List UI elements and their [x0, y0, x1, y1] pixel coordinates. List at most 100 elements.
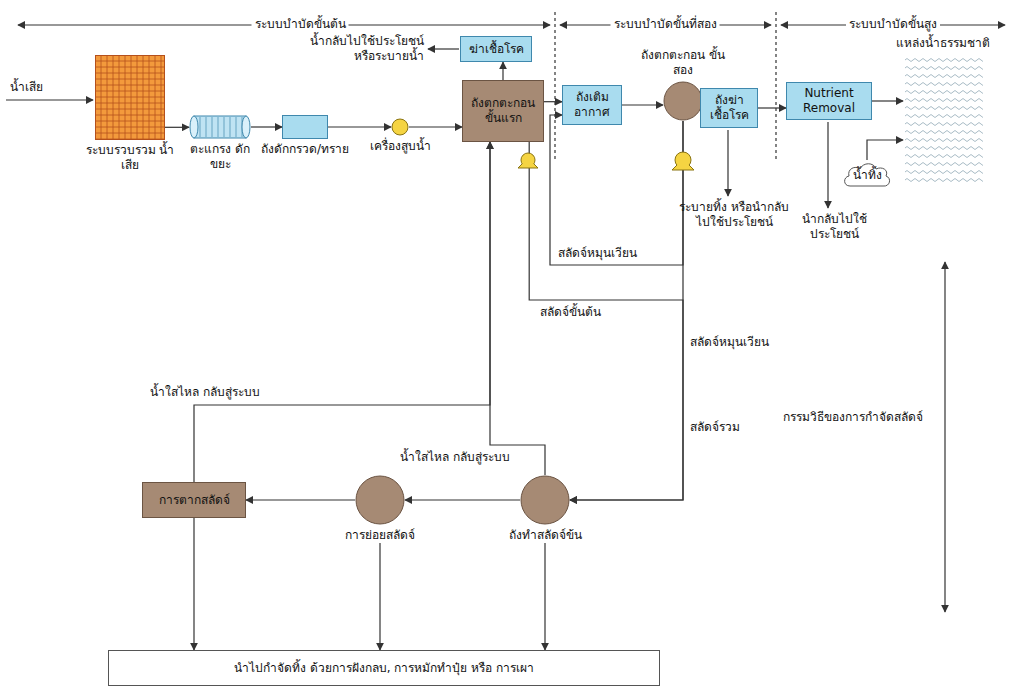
node-text: การย่อยสลัดจ์ — [330, 528, 430, 543]
bar-screen-symbol — [189, 115, 251, 139]
annotation-label: สลัดจ์หมุนเวียน — [558, 246, 637, 261]
node-text: การตากสลัดจ์ — [159, 493, 230, 508]
sludge-digester-symbol — [355, 475, 405, 525]
bar-screen-shape — [189, 115, 251, 139]
disinfection-tank: ถังฆ่า เชื้อโรค — [700, 88, 758, 128]
grit-chamber-shape — [282, 115, 328, 139]
natural-water: แหล่งน้ำธรรมชาติ — [888, 36, 998, 184]
flow-connector — [622, 104, 663, 105]
bar-screen-symbol-part — [224, 117, 225, 137]
node-text: Nutrient Removal — [791, 86, 867, 116]
collection-grid-symbol-part — [95, 67, 165, 68]
sludge-thickener-symbol-part — [521, 476, 569, 524]
annotation-label: น้ำกลับไปใช้ประโยชน์ หรือระบายน้ำ — [300, 34, 424, 64]
node-text: เครื่องสูบน้ำ — [355, 139, 445, 154]
sludge-digester-symbol-part — [356, 476, 404, 524]
primary-clarifier: ถังตกตะกอน ขั้นแรก — [462, 80, 544, 142]
flow-connector — [550, 115, 683, 265]
bar-screen-symbol-part — [200, 117, 201, 137]
natural-water-symbol-part — [905, 147, 983, 150]
flow-connector — [193, 518, 194, 650]
collection-grid-symbol-part — [95, 127, 165, 128]
natural-water-symbol-part — [905, 131, 983, 134]
stage-divider — [775, 12, 776, 160]
annotation-label: น้ำใสไหล กลับสู่ระบบ — [400, 450, 510, 465]
bar-screen: ตะแกรง ดักขยะ — [185, 115, 255, 172]
collection-grid-symbol-part — [95, 109, 165, 110]
sludge-digester-shape — [355, 475, 405, 525]
text-wrap: ฆ่าเชื้อโรค — [469, 42, 524, 57]
node-text: ถังฆ่า เชื้อโรค — [705, 93, 753, 123]
flow-connector — [758, 107, 786, 108]
node-text: ถังดักกรวด/ทราย — [250, 142, 360, 157]
annotation-label: สลัดจ์หมุนเวียน — [690, 335, 769, 350]
collection-grid-symbol-part — [95, 121, 165, 122]
sludge-thickener: ถังทำสลัดจ์ข้น — [495, 475, 595, 543]
pump: เครื่องสูบน้ำ — [355, 118, 445, 154]
effluent-cloud: น้ำทิ้ง — [842, 160, 892, 190]
node-text: ถังตกตะกอน ขั้นแรก — [467, 96, 539, 126]
flow-connector — [490, 142, 545, 475]
sludge-pump — [672, 152, 694, 170]
annotation-label: ระบบบำบัดขั้นสูง — [846, 17, 940, 32]
pump-shape — [391, 118, 409, 136]
aeration-tank: ถังเติม อากาศ — [562, 85, 622, 125]
natural-water-symbol-part — [905, 67, 983, 70]
grit-chamber: ถังดักกรวด/ทราย — [250, 115, 360, 157]
collection-grid-symbol-part — [96, 56, 165, 140]
annotation-label: สลัดจ์รวม — [690, 420, 740, 435]
sludge-pump — [518, 153, 538, 168]
bar-screen-symbol-part — [236, 117, 237, 137]
disposal-box: นำไปกำจัดทิ้ง ด้วยการฝังกลบ, การหมักทำปุ… — [108, 650, 660, 686]
flow-connector — [246, 499, 355, 500]
cloud-path — [845, 164, 890, 186]
natural-water-symbol-part — [905, 107, 983, 110]
nutrient-removal: Nutrient Removal — [786, 82, 872, 120]
inflow-arrow — [6, 99, 93, 100]
annotation-label: ระบายทิ้ง หรือนำกลับไปใช้ประโยชน์ — [678, 200, 790, 230]
node-text: ตะแกรง ดักขยะ — [185, 142, 255, 172]
flow-connector — [502, 62, 503, 80]
natural-water-symbol-part — [905, 59, 983, 62]
flow-connector — [872, 100, 903, 101]
collection-grid-symbol-part — [95, 85, 165, 86]
natural-water-symbol-part — [905, 139, 983, 142]
flow-connector — [544, 101, 562, 102]
flow-connector — [379, 543, 380, 650]
secondary-clarifier-symbol — [663, 81, 703, 121]
natural-water-symbol-part — [905, 155, 983, 158]
node-text: ระบบรวบรวม น้ำเสีย — [85, 143, 175, 173]
annotation-label: กรรมวิธีของการกำจัดสลัดจ์ — [780, 410, 926, 425]
bar-screen-symbol-part — [230, 117, 231, 137]
flow-connector — [328, 126, 391, 127]
collection-grid-symbol-part — [95, 97, 165, 98]
bar-screen-symbol-part — [218, 117, 219, 137]
leader-arrow — [428, 48, 459, 49]
bar-screen-symbol-part — [190, 116, 198, 138]
sludge-thickener-shape — [520, 475, 570, 525]
annotation-label: สลัดจ์ขั้นต้น — [540, 305, 601, 320]
sludge-drying: การตากสลัดจ์ — [142, 482, 246, 518]
flow-connector — [165, 127, 189, 128]
text-wrap: ถังเติม อากาศ — [567, 90, 617, 120]
collection-grid-symbol-part — [95, 79, 165, 80]
bar-screen-symbol-part — [212, 117, 213, 137]
secondary-clarifier-shape — [663, 81, 703, 121]
collection-grid-symbol-part — [95, 115, 165, 116]
bar-screen-symbol-part — [194, 116, 246, 138]
node-text: แหล่งน้ำธรรมชาติ — [888, 36, 998, 51]
annotation-label: ระบบบำบัดขั้นที่สอง — [611, 17, 720, 32]
collection-grid-symbol — [95, 55, 165, 140]
flow-connector — [405, 499, 520, 500]
pump-symbol-part — [392, 119, 408, 135]
collection-grid-symbol-part — [95, 61, 165, 62]
text-wrap: นำไปกำจัดทิ้ง ด้วยการฝังกลบ, การหมักทำปุ… — [234, 661, 534, 676]
text-wrap: ถังฆ่า เชื้อโรค — [705, 93, 753, 123]
node-text: ฆ่าเชื้อโรค — [469, 42, 524, 57]
natural-water-symbol-part — [905, 179, 983, 182]
node-text: นำไปกำจัดทิ้ง ด้วยการฝังกลบ, การหมักทำปุ… — [234, 661, 534, 676]
leader-arrow — [827, 122, 828, 208]
flow-connector — [194, 142, 490, 482]
collection-grid-shape — [95, 55, 165, 140]
